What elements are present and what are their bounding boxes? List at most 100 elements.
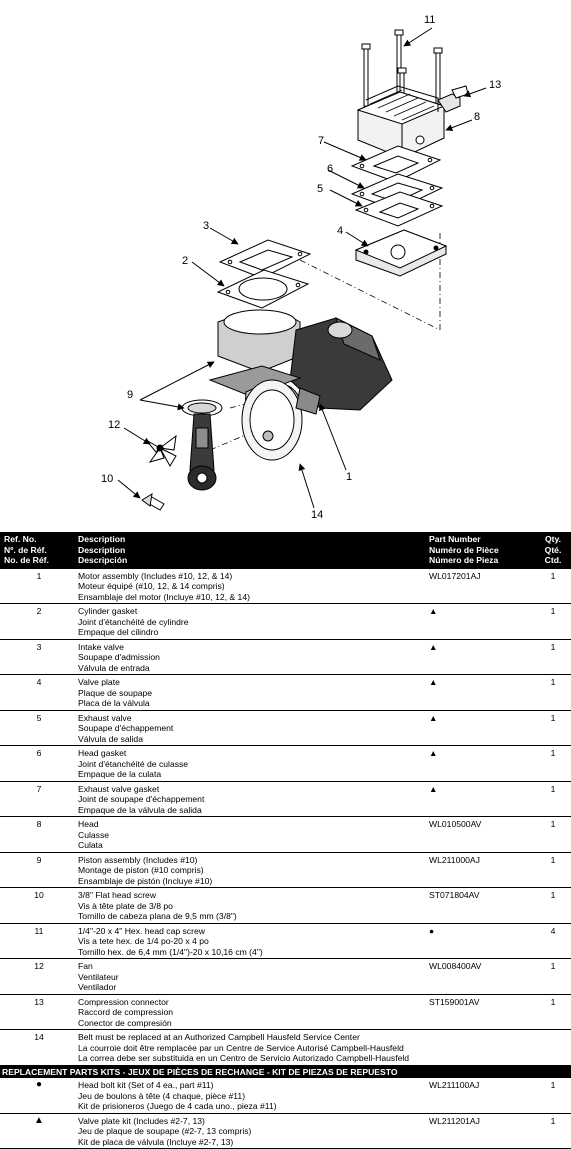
quantity-cell: 1 <box>535 852 571 888</box>
quantity-cell: 1 <box>535 745 571 782</box>
quantity-cell: 1 <box>535 1113 571 1149</box>
quantity-cell: 1 <box>535 958 571 995</box>
description-line: Soupape d'admission <box>78 652 160 662</box>
description-line: Jeu de plaque de soupape (#2-7, 13 compr… <box>78 1126 252 1136</box>
ref-no-cell: 1 <box>0 568 78 604</box>
description-line: Culasse <box>78 829 110 840</box>
ref-no-cell: 6 <box>0 745 78 782</box>
description-line: Montage de piston (#10 compris) <box>78 865 204 875</box>
ref-no-cell: 4 <box>0 674 78 711</box>
exhaust-valve <box>354 191 444 227</box>
part-number-cell: ▲ <box>429 639 535 675</box>
exploded-parts-diagram: 1 2 3 4 5 6 7 8 9 10 11 12 13 14 <box>101 14 501 521</box>
part-number-cell: WL211201AJ <box>429 1113 535 1149</box>
part-number-cell: ▲ <box>429 781 535 817</box>
part-number-cell: WL211000AJ <box>429 852 535 888</box>
description-line: Ensamblaje del motor (Incluye #10, 12, &… <box>78 591 250 602</box>
description-line: 1/4"-20 x 4" Hex. head cap screw <box>78 925 205 936</box>
description-cell: Valve plate kit (Includes #2-7, 13)Jeu d… <box>78 1113 429 1149</box>
description-line: Head bolt kit (Set of 4 ea., part #11) <box>78 1080 214 1090</box>
quantity-cell: 1 <box>535 603 571 640</box>
kit-row: ●Head bolt kit (Set of 4 ea., part #11)J… <box>0 1078 571 1114</box>
part-number-cell: WL008400AV <box>429 958 535 995</box>
ref-no-cell: 10 <box>0 887 78 924</box>
description-line: Vis à tête plate de 3/8 po <box>78 900 173 911</box>
description-line: Cylinder gasket <box>78 606 138 616</box>
flat-head-screw <box>141 493 165 511</box>
part-number-cell <box>429 1029 535 1066</box>
callout-11: 11 <box>424 14 435 26</box>
parts-list-table: Ref. No. Nº. de Réf. No. de Réf. Descrip… <box>0 532 571 1149</box>
description-line: Tornillo hex. de 6,4 mm (1/4")-20 x 10,1… <box>78 946 263 957</box>
part-number-cell: ▲ <box>429 745 535 782</box>
callout-5: 5 <box>317 183 323 195</box>
description-line: Valve plate <box>78 677 120 687</box>
cylinder-gasket <box>216 269 310 309</box>
header-description: Description Description Descripción <box>78 534 128 565</box>
description-line: Tornillo de cabeza plana de 9,5 mm (3/8"… <box>78 911 237 921</box>
description-line: Valve plate kit (Includes #2-7, 13) <box>78 1115 205 1126</box>
description-line: Motor assembly (Includes #10, 12, & 14) <box>78 570 233 581</box>
description-line: Culata <box>78 840 103 850</box>
description-line: Fan <box>78 961 93 971</box>
kits-section-title: REPLACEMENT PARTS KITS - JEUX DE PIÈCES … <box>0 1065 571 1078</box>
ref-no-cell: 13 <box>0 994 78 1030</box>
quantity-cell: 1 <box>535 710 571 746</box>
description-line: Jeu de boulons à tête (4 chaque, pièce #… <box>78 1090 246 1101</box>
description-line: Plaque de soupape <box>78 687 153 698</box>
description-line: Intake valve <box>78 641 124 652</box>
description-line: Válvula de salida <box>78 733 143 744</box>
part-number-cell: ● <box>429 923 535 959</box>
description-line: Belt must be replaced at an Authorized C… <box>78 1032 360 1042</box>
description-line: Empaque del cilindro <box>78 627 159 637</box>
intake-valve <box>218 239 312 279</box>
part-number-cell: WL211100AJ <box>429 1078 535 1114</box>
ref-no-cell: 14 <box>0 1029 78 1066</box>
description-line: Piston assembly (Includes #10) <box>78 854 198 865</box>
description-line: Head gasket <box>78 748 127 758</box>
part-number-cell: WL010500AV <box>429 816 535 853</box>
description-line: Ventilateur <box>78 971 119 982</box>
callout-13: 13 <box>489 79 501 91</box>
callout-labels: 1 2 3 4 5 6 7 8 9 10 11 12 13 14 <box>101 14 501 521</box>
part-number-cell: ▲ <box>429 603 535 640</box>
description-line: Ensamblaje de pistón (Incluye #10) <box>78 875 213 886</box>
ref-no-cell: 8 <box>0 816 78 853</box>
description-line: 3/8" Flat head screw <box>78 890 157 900</box>
quantity-cell: 1 <box>535 568 571 604</box>
description-line: Válvula de entrada <box>78 662 150 673</box>
description-line: Raccord de compression <box>78 1007 174 1017</box>
part-number-cell: ▲ <box>429 674 535 711</box>
description-cell: Motor assembly (Includes #10, 12, & 14)M… <box>78 568 429 604</box>
callout-12: 12 <box>108 419 120 431</box>
callout-10: 10 <box>101 473 113 485</box>
ref-no-cell: 7 <box>0 781 78 817</box>
callout-6: 6 <box>327 163 333 175</box>
part-number-cell: WL017201AJ <box>429 568 535 604</box>
description-line: La correa debe ser substituida en un Cen… <box>78 1053 410 1063</box>
callout-1: 1 <box>346 471 352 483</box>
description-line: Kit de prisioneros (Juego de 4 cada uno.… <box>78 1101 277 1111</box>
kits-section-header: REPLACEMENT PARTS KITS - JEUX DE PIÈCES … <box>0 1065 571 1078</box>
description-line: Exhaust valve <box>78 712 132 723</box>
